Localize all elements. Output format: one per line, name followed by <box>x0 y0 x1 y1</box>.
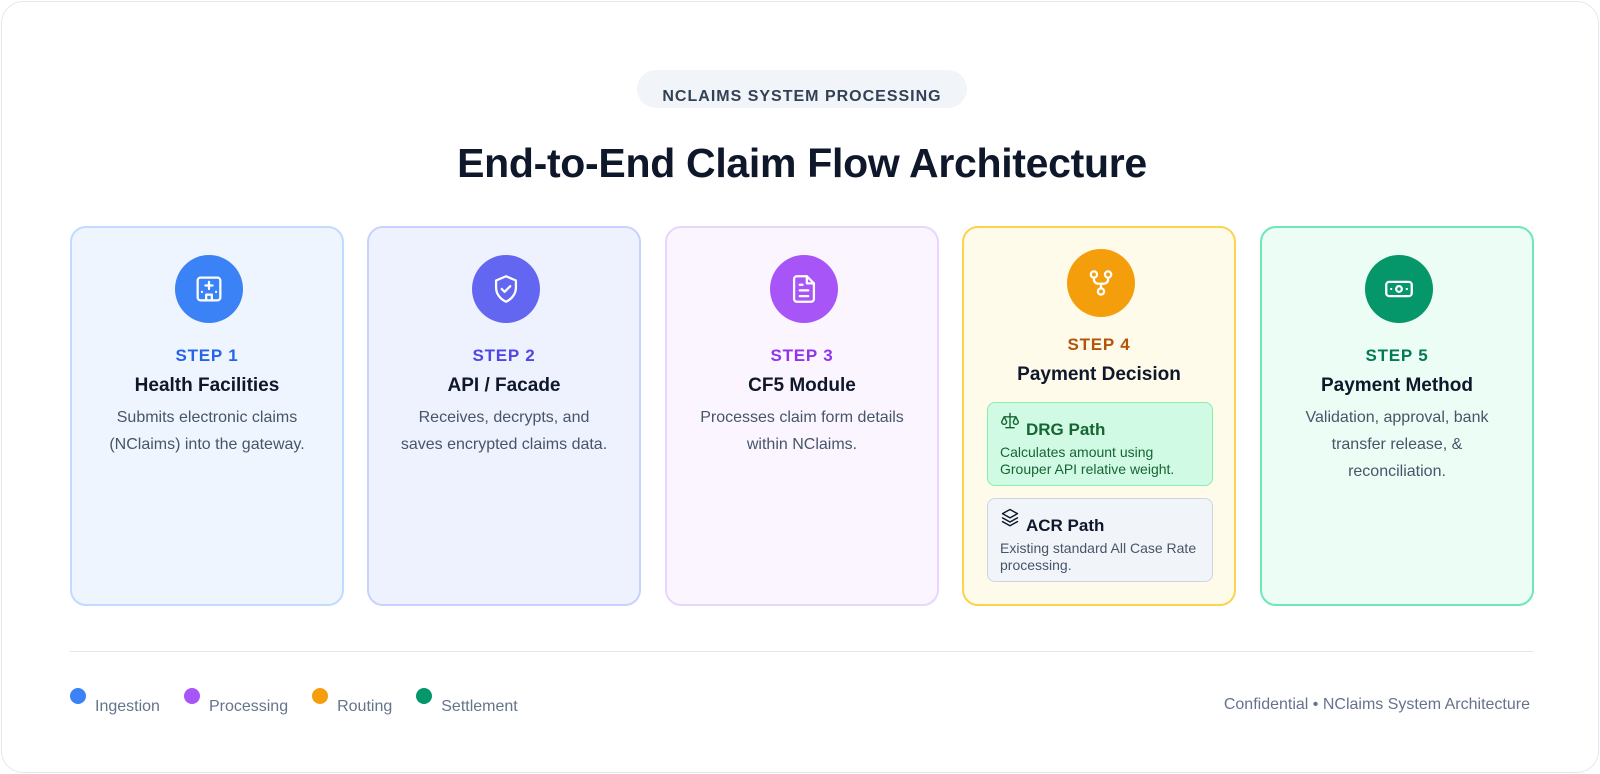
layers-icon <box>1000 507 1020 536</box>
legend-item-ingestion: Ingestion <box>70 688 160 716</box>
step-card-payment-method: STEP 5 Payment Method Validation, approv… <box>1260 226 1534 606</box>
legend-item-routing: Routing <box>312 688 392 716</box>
step-name: Payment Method <box>1320 375 1474 396</box>
step-name: Health Facilities <box>134 375 280 396</box>
step-label: STEP 3 <box>770 346 834 365</box>
footer-note: Confidential • NClaims System Architectu… <box>1223 696 1530 713</box>
drg-path-description: Calculates amount using Grouper API rela… <box>1000 444 1175 477</box>
step-card-api-facade: STEP 2 API / Facade Receives, decrypts, … <box>367 226 641 606</box>
step-description: Processes claim form details within NCla… <box>700 409 904 453</box>
legend-label: Settlement <box>441 698 518 715</box>
legend-item-processing: Processing <box>183 688 289 716</box>
drg-path-title: DRG Path <box>1026 420 1106 439</box>
scale-icon <box>1000 411 1020 440</box>
shield-check-icon <box>472 255 540 323</box>
step-name: CF5 Module <box>748 375 856 396</box>
step-description: Receives, decrypts, and saves encrypted … <box>400 409 608 453</box>
page-title: End-to-End Claim Flow Architecture <box>457 140 1147 186</box>
legend-label: Routing <box>337 698 393 715</box>
legend-label: Ingestion <box>95 698 160 715</box>
legend: Ingestion Processing Routing Settlement <box>70 688 542 718</box>
git-branch-icon <box>1067 249 1135 317</box>
hospital-icon <box>175 255 243 323</box>
step-card-health-facilities: STEP 1 Health Facilities Submits electro… <box>70 226 344 606</box>
legend-label: Processing <box>208 698 289 715</box>
step-description: Submits electronic claims (NClaims) into… <box>109 409 305 453</box>
legend-dot <box>70 688 86 704</box>
banknote-icon <box>1365 255 1433 323</box>
step-name: Payment Decision <box>1017 364 1181 385</box>
step-name: API / Facade <box>447 375 561 396</box>
legend-dot <box>183 688 200 704</box>
eyebrow-badge: NCLAIMS SYSTEM PROCESSING <box>637 70 967 108</box>
step-card-cf5-module: STEP 3 CF5 Module Processes claim form d… <box>665 226 939 606</box>
step-description: Validation, approval, bank transfer rele… <box>1305 409 1489 480</box>
footer-divider <box>70 651 1534 652</box>
step-card-payment-decision: STEP 4 Payment Decision DRG Path Calcula… <box>962 226 1236 606</box>
step-label: STEP 2 <box>472 346 536 365</box>
drg-path-box: DRG Path Calculates amount using Grouper… <box>987 402 1213 486</box>
step-label: STEP 4 <box>1067 335 1131 354</box>
step-label: STEP 5 <box>1365 346 1429 365</box>
step-label: STEP 1 <box>175 346 239 365</box>
document-icon <box>770 255 838 323</box>
acr-path-box: ACR Path Existing standard All Case Rate… <box>987 498 1213 582</box>
legend-item-settlement: Settlement <box>416 688 518 716</box>
acr-path-title: ACR Path <box>1026 516 1105 535</box>
acr-path-description: Existing standard All Case Rate processi… <box>1000 540 1197 573</box>
legend-dot <box>416 688 433 704</box>
legend-dot <box>312 688 329 704</box>
